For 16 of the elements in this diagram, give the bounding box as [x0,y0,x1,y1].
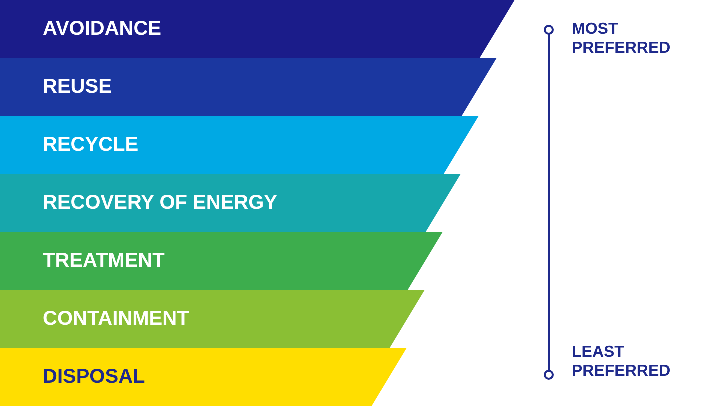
hierarchy-band [0,290,425,348]
hierarchy-band [0,348,407,406]
band-label: CONTAINMENT [43,307,190,332]
band-label: DISPOSAL [43,365,146,390]
hierarchy-band [0,0,515,58]
band-label: RECOVERY OF ENERGY [43,191,278,216]
band-label: TREATMENT [43,249,165,274]
hierarchy-band [0,58,497,116]
band-label: REUSE [43,75,112,100]
hierarchy-band [0,174,461,232]
scale-label: LEAST PREFERRED [572,343,672,381]
band-label: AVOIDANCE [43,17,162,42]
hierarchy-band [0,116,479,174]
band-label: RECYCLE [43,133,139,158]
scale-label: MOST PREFERRED [572,20,672,58]
hierarchy-band [0,232,443,290]
